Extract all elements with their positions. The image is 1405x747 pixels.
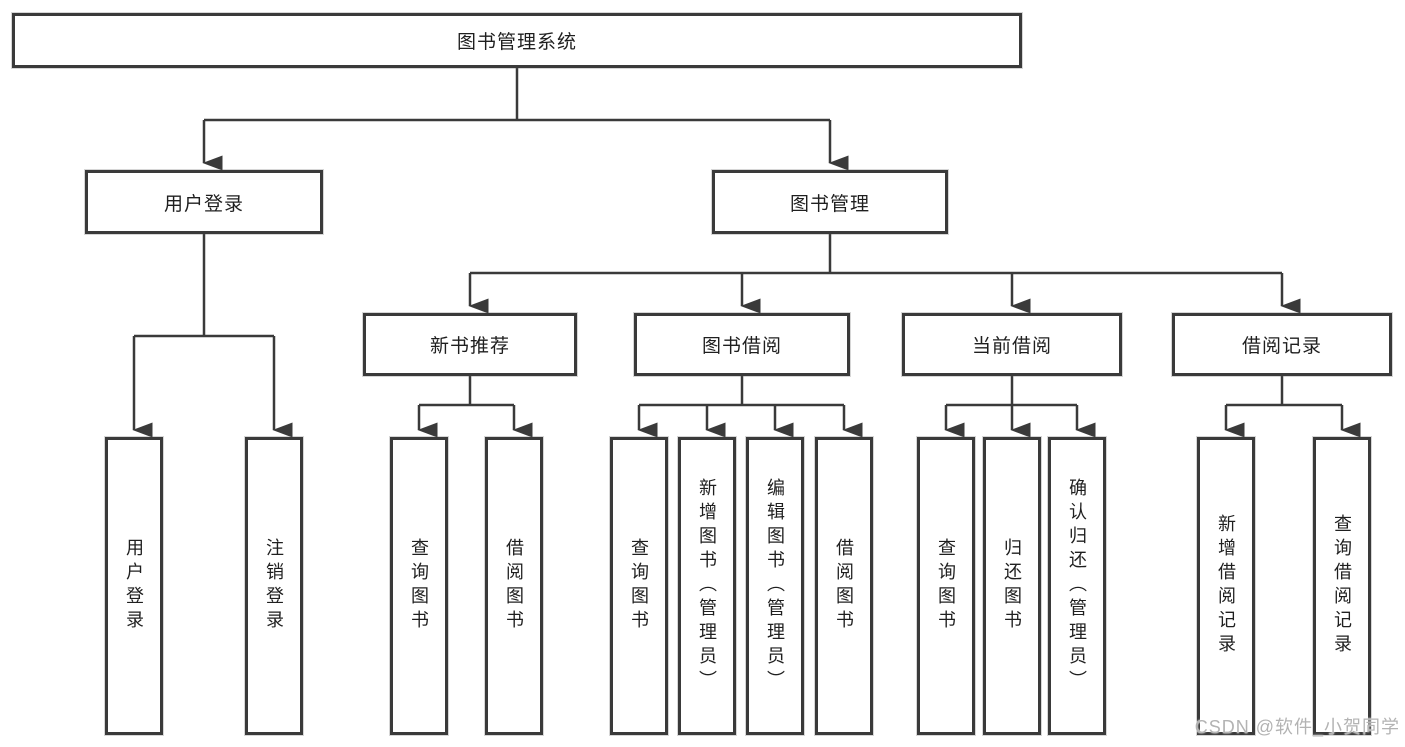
node-borrow-records: 借阅记录 [1172,313,1392,376]
csdn-watermark: CSDN @软件_小贺同学 [1194,717,1400,737]
node-user-login: 用户登录 [85,170,323,234]
leaf-confirm-return-admin: 确认归还（管理员） [1048,437,1106,735]
node-book-borrow: 图书借阅 [634,313,850,376]
node-new-book-recommend: 新书推荐 [363,313,577,376]
node-book-management: 图书管理 [712,170,948,234]
leaf-recommend-query-book: 查询图书 [390,437,448,735]
leaf-recommend-borrow-book: 借阅图书 [485,437,543,735]
node-root: 图书管理系统 [12,13,1022,68]
leaf-current-query-book: 查询图书 [917,437,975,735]
leaf-logout: 注销登录 [245,437,303,735]
leaf-user-login: 用户登录 [105,437,163,735]
leaf-add-borrow-record: 新增借阅记录 [1197,437,1255,735]
leaf-query-borrow-record: 查询借阅记录 [1313,437,1371,735]
leaf-add-book-admin: 新增图书（管理员） [678,437,736,735]
leaf-return-book: 归还图书 [983,437,1041,735]
leaf-edit-book-admin: 编辑图书（管理员） [746,437,804,735]
node-current-borrow: 当前借阅 [902,313,1122,376]
leaf-borrow-book: 借阅图书 [815,437,873,735]
leaf-borrow-query-book: 查询图书 [610,437,668,735]
